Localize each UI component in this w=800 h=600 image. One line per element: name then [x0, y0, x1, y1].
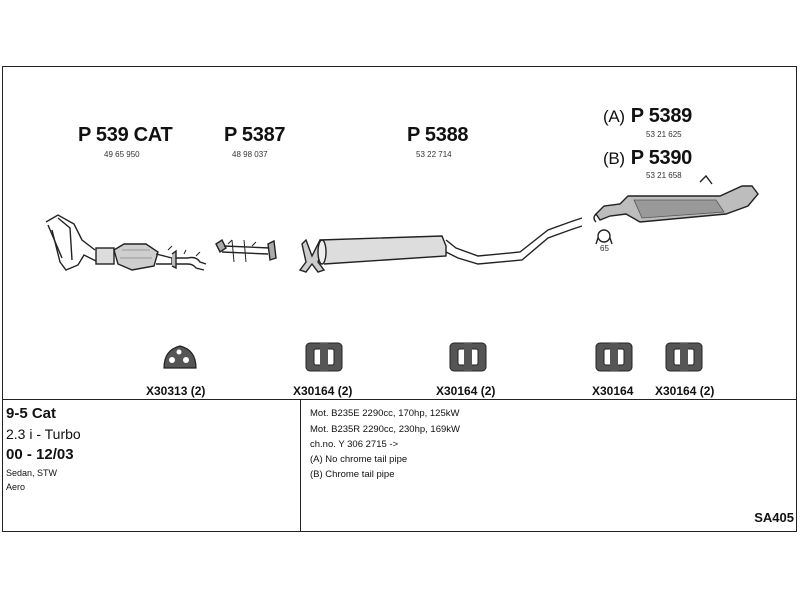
oem-number-p539: 49 65 950: [104, 150, 140, 159]
catalytic-converter-part-drawing[interactable]: [45, 214, 207, 271]
vehicle-trim: Aero: [6, 482, 26, 492]
vehicle-model: 9-5 Cat: [6, 405, 57, 422]
note-chassis: ch.no. Y 306 2715 ->: [310, 439, 399, 450]
diagram-code: SA405: [754, 510, 794, 525]
part-label-p5388[interactable]: P 5388: [407, 124, 469, 146]
part-label-p5389[interactable]: (A)P 5389: [603, 105, 692, 127]
oem-number-p5390: 53 21 658: [646, 171, 682, 180]
vehicle-years: 00 - 12/03: [6, 446, 74, 463]
oem-number-p5388: 53 22 714: [416, 150, 452, 159]
hardware-x30164-drawing-4[interactable]: [665, 342, 703, 372]
variant-prefix-a: (A): [603, 107, 625, 126]
pipe-clamp-drawing[interactable]: [595, 229, 613, 245]
hardware-x30313-drawing[interactable]: [163, 345, 197, 369]
rear-silencer-part-drawing[interactable]: [593, 174, 759, 223]
clamp-size-label: 65: [600, 244, 609, 253]
hardware-label-2[interactable]: X30164 (2): [293, 384, 353, 398]
info-divider-vertical: [300, 400, 301, 532]
note-variant-b: (B) Chrome tail pipe: [310, 469, 395, 480]
note-variant-a: (A) No chrome tail pipe: [310, 454, 408, 465]
vehicle-body: Sedan, STW: [6, 468, 58, 478]
vehicle-engine: 2.3 i - Turbo: [6, 426, 81, 442]
hardware-label-5[interactable]: X30164 (2): [655, 384, 715, 398]
hardware-x30164-drawing-1[interactable]: [305, 342, 343, 372]
variant-prefix-b: (B): [603, 149, 625, 168]
hardware-label-1[interactable]: X30313 (2): [146, 384, 206, 398]
info-divider-horizontal: [2, 399, 797, 400]
diagram-frame: [2, 66, 797, 532]
part-label-p5387[interactable]: P 5387: [224, 124, 286, 146]
front-pipe-part-drawing[interactable]: [215, 238, 277, 263]
hardware-label-4[interactable]: X30164: [592, 384, 634, 398]
hardware-x30164-drawing-3[interactable]: [595, 342, 633, 372]
note-engine-1: Mot. B235E 2290cc, 170hp, 125kW: [310, 408, 460, 419]
hardware-label-3[interactable]: X30164 (2): [436, 384, 496, 398]
part-label-p539-cat[interactable]: P 539 CAT: [78, 124, 173, 146]
oem-number-p5389: 53 21 625: [646, 130, 682, 139]
note-engine-2: Mot. B235R 2290cc, 230hp, 169kW: [310, 424, 460, 435]
part-label-p5390[interactable]: (B)P 5390: [603, 147, 692, 169]
middle-silencer-part-drawing[interactable]: [298, 217, 583, 273]
oem-number-p5387: 48 98 037: [232, 150, 268, 159]
hardware-x30164-drawing-2[interactable]: [449, 342, 487, 372]
